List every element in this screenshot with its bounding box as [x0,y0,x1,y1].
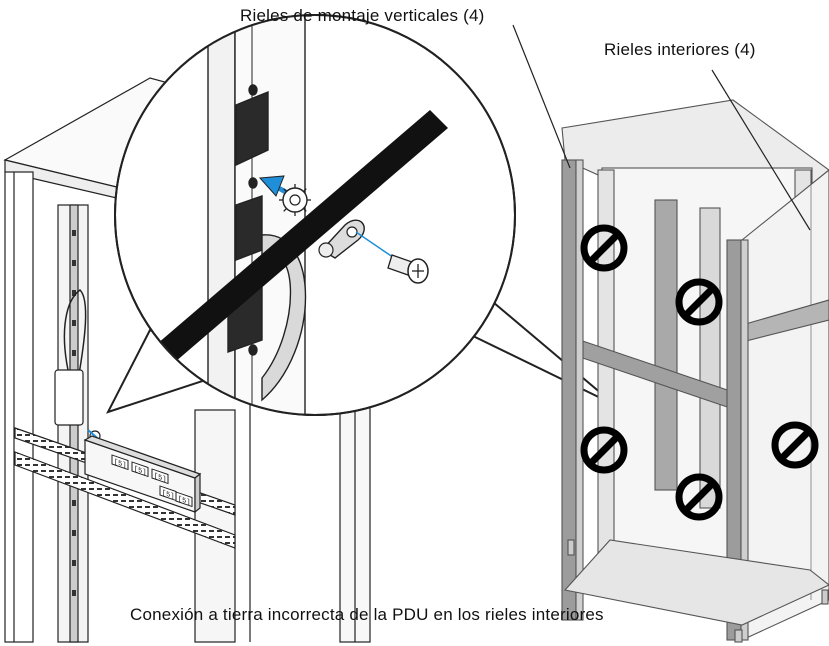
outlet-5 [175,491,193,508]
prohibited-icons [580,224,819,521]
leader-vertical-rails [512,24,571,169]
leader-lines [512,24,811,231]
outlet-1 [111,454,129,471]
right-rack [561,99,829,643]
prohibited-icon-1 [580,224,628,272]
left-rack: [5] [5] [5] [5] [5] [3,77,371,643]
ground-lug-icon [318,219,365,259]
prohibited-icon-4 [675,473,723,521]
prohibited-icon-5 [771,421,819,469]
outlet-3 [151,468,169,485]
figure-caption: Conexión a tierra incorrecta de la PDU e… [130,605,604,624]
prohibited-icon-3 [580,426,628,474]
inner-rails-label: Rieles interiores (4) [604,40,756,59]
leader-inner-rails [711,69,811,231]
zoom-callout [106,14,616,416]
outlet-2 [131,461,149,478]
lock-washer-icon [279,184,311,216]
screw-icon [387,254,429,284]
vertical-rails-label: Rieles de montaje verticales (4) [240,6,485,25]
prohibited-icon-2 [675,278,723,326]
